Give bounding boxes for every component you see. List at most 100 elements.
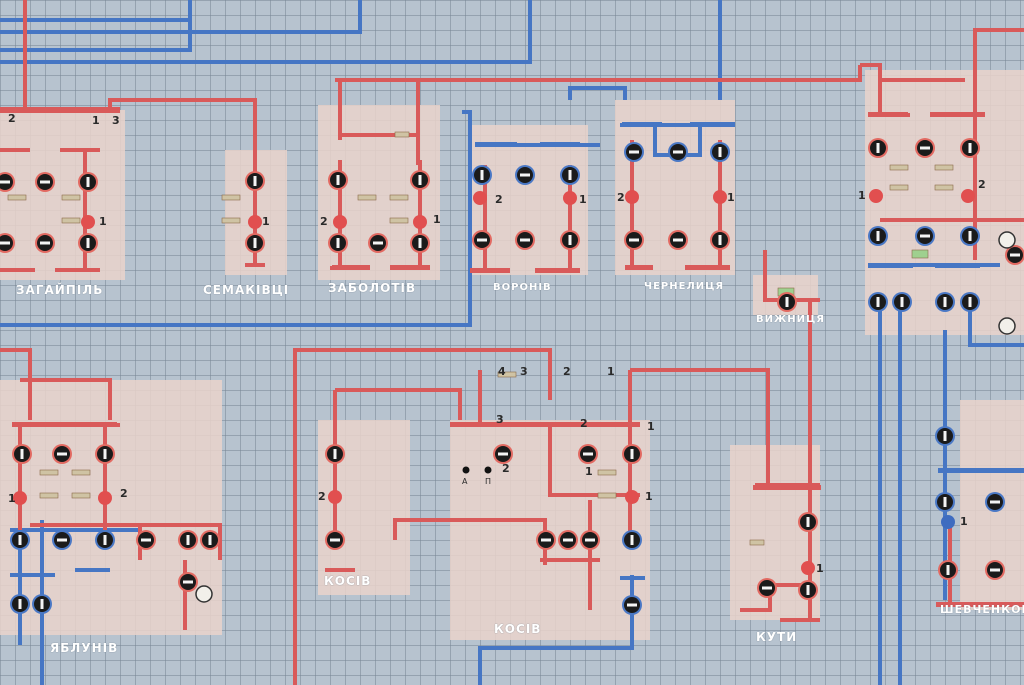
circuit-number: 1 — [262, 215, 270, 228]
circuit-number: 1 — [647, 420, 655, 433]
indicator-dots — [462, 466, 492, 474]
circuit-number: 1 — [92, 114, 100, 127]
switch-knob — [200, 530, 220, 550]
switch-knob — [0, 233, 15, 253]
circuit-number: 2 — [978, 178, 986, 191]
switch-knob — [35, 172, 55, 192]
circuit-number: 3 — [520, 365, 528, 378]
station-label-kosiv-small: КОСІВ — [324, 574, 372, 588]
meter-dials — [195, 231, 1016, 603]
circuit-number: 3 — [496, 413, 504, 426]
circuit-number: 1 — [960, 515, 968, 528]
switch-knob — [515, 165, 535, 185]
switch-knob — [95, 444, 115, 464]
switch-knob — [710, 142, 730, 162]
switch-knob — [868, 138, 888, 158]
marker-a-label: А — [462, 477, 468, 486]
station-label-chernelytsia: ЧЕРНЕЛИЦЯ — [644, 281, 725, 292]
circuit-number: 1 — [816, 562, 824, 575]
switch-knob — [622, 595, 642, 615]
circuit-number: 1 — [8, 492, 16, 505]
switch-knob — [668, 142, 688, 162]
circuit-number: 1 — [858, 189, 866, 202]
switch-knob — [578, 444, 598, 464]
marker-p-label: П — [485, 477, 492, 486]
switch-knob — [935, 292, 955, 312]
station-label-kuty: КУТИ — [756, 630, 798, 644]
switch-knob — [245, 233, 265, 253]
switch-knob — [960, 226, 980, 246]
switch-knob — [35, 233, 55, 253]
station-label-semakivtsi: СЕМАКІВЦІ — [203, 283, 290, 297]
switch-knob-zahaipil — [0, 172, 15, 192]
switch-knob — [368, 233, 388, 253]
station-label-zabolotiv: ЗАБОЛОТІВ — [328, 281, 417, 295]
circuit-number: 1 — [579, 193, 587, 206]
circuit-number: 2 — [502, 462, 510, 475]
resistor-markers — [7, 131, 954, 546]
switch-knob — [710, 230, 730, 250]
switch-knob — [472, 165, 492, 185]
junction-nodes — [13, 189, 975, 575]
circuit-number: 4 — [498, 365, 506, 378]
switch-knob — [960, 292, 980, 312]
bus-bars — [0, 107, 1024, 607]
switch-knob — [52, 444, 72, 464]
switch-knob — [985, 560, 1005, 580]
switch-knob — [536, 530, 556, 550]
switch-knob — [798, 512, 818, 532]
switch-knob — [328, 233, 348, 253]
circuit-number: 2 — [580, 417, 588, 430]
switch-knob — [960, 138, 980, 158]
substation-zones — [0, 70, 1024, 640]
switch-knob — [1005, 245, 1024, 265]
station-label-kosiv: КОСІВ — [494, 622, 542, 636]
station-label-shevchenkovo: ШЕВЧЕНКОВО — [940, 603, 1024, 616]
switch-knob — [892, 292, 912, 312]
station-label-zahaipil: ЗАГАЙПІЛЬ — [16, 283, 104, 297]
switch-knob — [560, 165, 580, 185]
switch-knob — [12, 444, 32, 464]
switch-knob — [985, 492, 1005, 512]
switch-knob — [178, 530, 198, 550]
switch-knob — [622, 530, 642, 550]
switch-knob — [410, 233, 430, 253]
switch-knob — [328, 170, 348, 190]
switch-knob — [95, 530, 115, 550]
switch-knob — [410, 170, 430, 190]
station-label-vyzhnytsia: ВИЖНИЦЯ — [756, 314, 825, 325]
switch-knob — [325, 530, 345, 550]
switch-knob — [10, 530, 30, 550]
circuit-number: 1 — [727, 191, 735, 204]
circuit-number: 1 — [433, 213, 441, 226]
switch-knob — [560, 230, 580, 250]
switch-knob — [325, 444, 345, 464]
switch-knob — [915, 138, 935, 158]
circuit-number: 2 — [120, 487, 128, 500]
switch-knob — [558, 530, 578, 550]
switch-knob — [915, 226, 935, 246]
switch-knob — [472, 230, 492, 250]
circuit-number: 1 — [645, 490, 653, 503]
switch-knob — [798, 580, 818, 600]
switch-knob — [245, 171, 265, 191]
circuit-number: 2 — [318, 490, 326, 503]
circuit-number: 1 — [99, 215, 107, 228]
switch-knob — [938, 560, 958, 580]
circuit-number: 1 — [607, 365, 615, 378]
switch-knob — [52, 530, 72, 550]
switch-knob — [178, 572, 198, 592]
switch-knob — [136, 530, 156, 550]
switch-knob — [32, 594, 52, 614]
switch-knob — [78, 233, 98, 253]
circuit-number: 1 — [585, 465, 593, 478]
circuit-number: 2 — [320, 215, 328, 228]
switch-knob — [868, 292, 888, 312]
switch-knob — [868, 226, 888, 246]
switch-knob — [777, 292, 797, 312]
circuit-number: 2 — [563, 365, 571, 378]
switch-knob — [624, 230, 644, 250]
circuit-number: 2 — [495, 193, 503, 206]
circuit-number: 3 — [112, 114, 120, 127]
switch-knob — [935, 426, 955, 446]
